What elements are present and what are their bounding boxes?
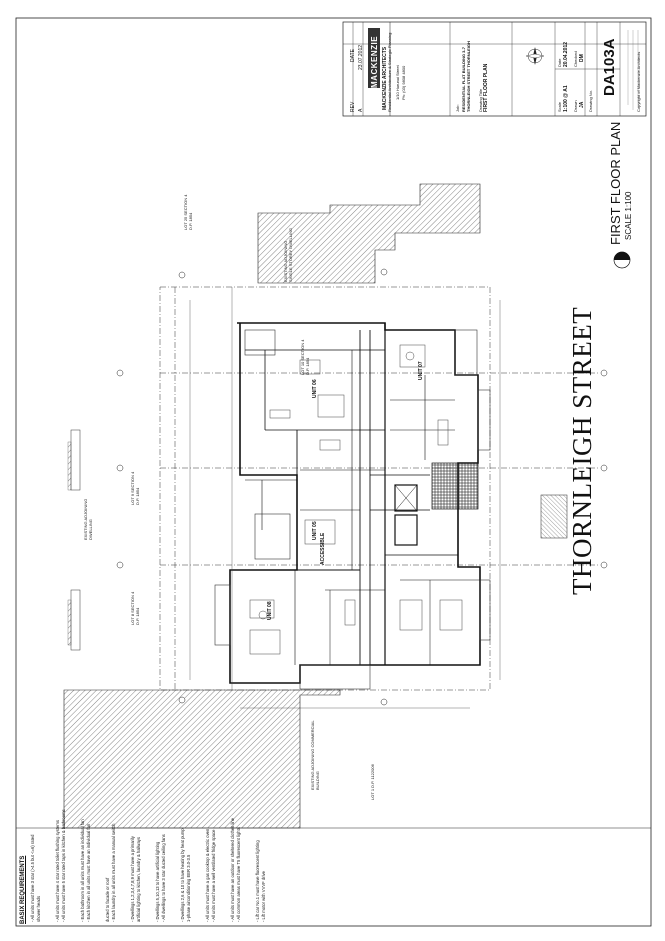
firm-phone: Ph: (03) 9808 4800 bbox=[401, 65, 406, 100]
scale-value: 1:100 @ A1 bbox=[563, 85, 569, 112]
scale-symbol-icon bbox=[613, 251, 631, 269]
grid-markers bbox=[116, 268, 608, 706]
scale-label: Scale bbox=[557, 101, 562, 112]
lift-core bbox=[394, 484, 418, 512]
drawn-label: Drawn bbox=[573, 100, 578, 112]
lot-8-label: LOT 8 SECTION 4 D.P. 1854 bbox=[130, 591, 140, 625]
basix-line: - Dwellings 1,2,3,4,7,8,9 must have a pr… bbox=[130, 836, 135, 922]
firm-tagline: Residential Architecture & Strategic Pla… bbox=[387, 32, 392, 112]
date-issue-label: Date bbox=[557, 58, 562, 67]
dimension-lines bbox=[189, 287, 501, 709]
lot-10-label: LOT 10 SECTION 4 D.P. 1854 bbox=[300, 339, 310, 376]
basix-line: shower heads bbox=[36, 895, 41, 922]
balconies bbox=[214, 329, 491, 690]
existing-building-left-label: EXISTING ADJOINING DWELLING bbox=[83, 498, 93, 540]
unit-label-c: UNIT 05 bbox=[312, 521, 318, 540]
basix-line: - All common areas must have T5 fluoresc… bbox=[236, 827, 241, 922]
date-issue: 20.04.2012 bbox=[563, 41, 569, 67]
existing-building-bottom-label: EXISTING ADJOINING COMMERCIAL BUILDING bbox=[310, 720, 320, 790]
basix-line: artificial lighting to kitchen, laundry … bbox=[136, 837, 141, 922]
basix-line: ducted to facade or roof bbox=[105, 877, 110, 922]
basix-line: - All units must have 3 star (>4.5 but <… bbox=[30, 834, 35, 922]
accessible-label: ACCESSIBLE bbox=[320, 532, 326, 565]
job-title: RESIDENTIAL FLAT BUILDING 3-7 THORNLEIGH… bbox=[461, 41, 471, 112]
basix-line: - Each kitchen in all units must have an… bbox=[86, 823, 91, 922]
unit-label-b: UNIT 07 bbox=[418, 361, 424, 380]
basix-line: - Lift motor with VVVF drive bbox=[261, 871, 266, 922]
stair-grid-hatch bbox=[431, 462, 479, 510]
rev-header: REV bbox=[350, 101, 356, 112]
lot-9-label: LOT 9 SECTION 4 D.P. 1854 bbox=[130, 471, 140, 505]
copyright: Copyright of Mackenzie Architects bbox=[636, 51, 641, 112]
drawn-value: JA bbox=[579, 101, 585, 108]
brand-bar bbox=[368, 28, 380, 88]
existing-building-top-label: EXISTING ADJOINING SINGLE STOREY DWELLIN… bbox=[283, 227, 293, 282]
checked-value: DM bbox=[579, 54, 585, 62]
existing-building-bottom-hatch bbox=[63, 689, 341, 829]
basix-line: - Dwellings 5,10,13 to have artificial l… bbox=[155, 841, 160, 922]
plan-title: FIRST FLOOR PLAN bbox=[608, 121, 623, 245]
street-name: THORNLEIGH STREET bbox=[567, 306, 597, 595]
checked-label: Checked bbox=[573, 51, 578, 67]
unit-label-a: UNIT 06 bbox=[312, 379, 318, 398]
lot-25-label: LOT 25 SECTION 4 D.P. 1854 bbox=[183, 194, 193, 231]
basix-line: - Dwellings 2,6 & 10 to have heating by … bbox=[180, 828, 185, 922]
north-arrow-icon bbox=[525, 47, 545, 65]
title-block bbox=[342, 21, 647, 117]
basix-line: - Each laundry in all units must have a … bbox=[111, 823, 116, 922]
date-header: DATE bbox=[350, 49, 356, 62]
basix-line: - All units must have a gas cooktop & el… bbox=[205, 828, 210, 922]
firm-brand-logo: MACKENZIE bbox=[370, 35, 379, 88]
drawing-no-label: Drawing No. bbox=[588, 89, 593, 112]
site-boundary bbox=[159, 286, 600, 691]
basix-line: 1-phase airconditioning EER 3.0-3.5 bbox=[186, 854, 191, 922]
basix-line: - All units must have 4 star rated toile… bbox=[55, 820, 60, 922]
basix-line: - All units must have a well ventilated … bbox=[211, 829, 216, 922]
basix-line: - Lift car No.1 must have fluorescent li… bbox=[255, 840, 260, 922]
unit-label-d: UNIT 08 bbox=[267, 601, 273, 620]
lot-1-label: LOT 1 D.P. 1122006 bbox=[370, 764, 375, 800]
basix-line: - Each bathroom in all units must have a… bbox=[80, 819, 85, 922]
furniture bbox=[249, 344, 463, 655]
date-value: 23.07.2012 bbox=[358, 44, 364, 70]
sheet-border bbox=[15, 17, 652, 927]
drawing-number: DA103A bbox=[601, 38, 618, 96]
basix-line: - All units must have an outdoor or shel… bbox=[230, 817, 235, 922]
basix-line: - All units must have 5 star rated taps … bbox=[61, 809, 66, 922]
basix-title: BASIX REQUIREMENTS bbox=[20, 855, 26, 924]
rev-value: A bbox=[358, 108, 364, 112]
existing-building-top-hatch bbox=[257, 183, 481, 284]
drawing-title: FIRST FLOOR PLAN bbox=[483, 63, 489, 112]
plan-scale: SCALE 1:100 bbox=[624, 191, 633, 240]
basix-line: - All dwellings to have 3 star ducted ce… bbox=[161, 834, 166, 922]
firm-address: 1/10 Hurunui Street bbox=[395, 65, 400, 100]
basix-requirements-panel: BASIX REQUIREMENTS bbox=[20, 828, 26, 924]
job-label: Job: bbox=[455, 104, 460, 112]
void-hatch bbox=[540, 494, 568, 539]
